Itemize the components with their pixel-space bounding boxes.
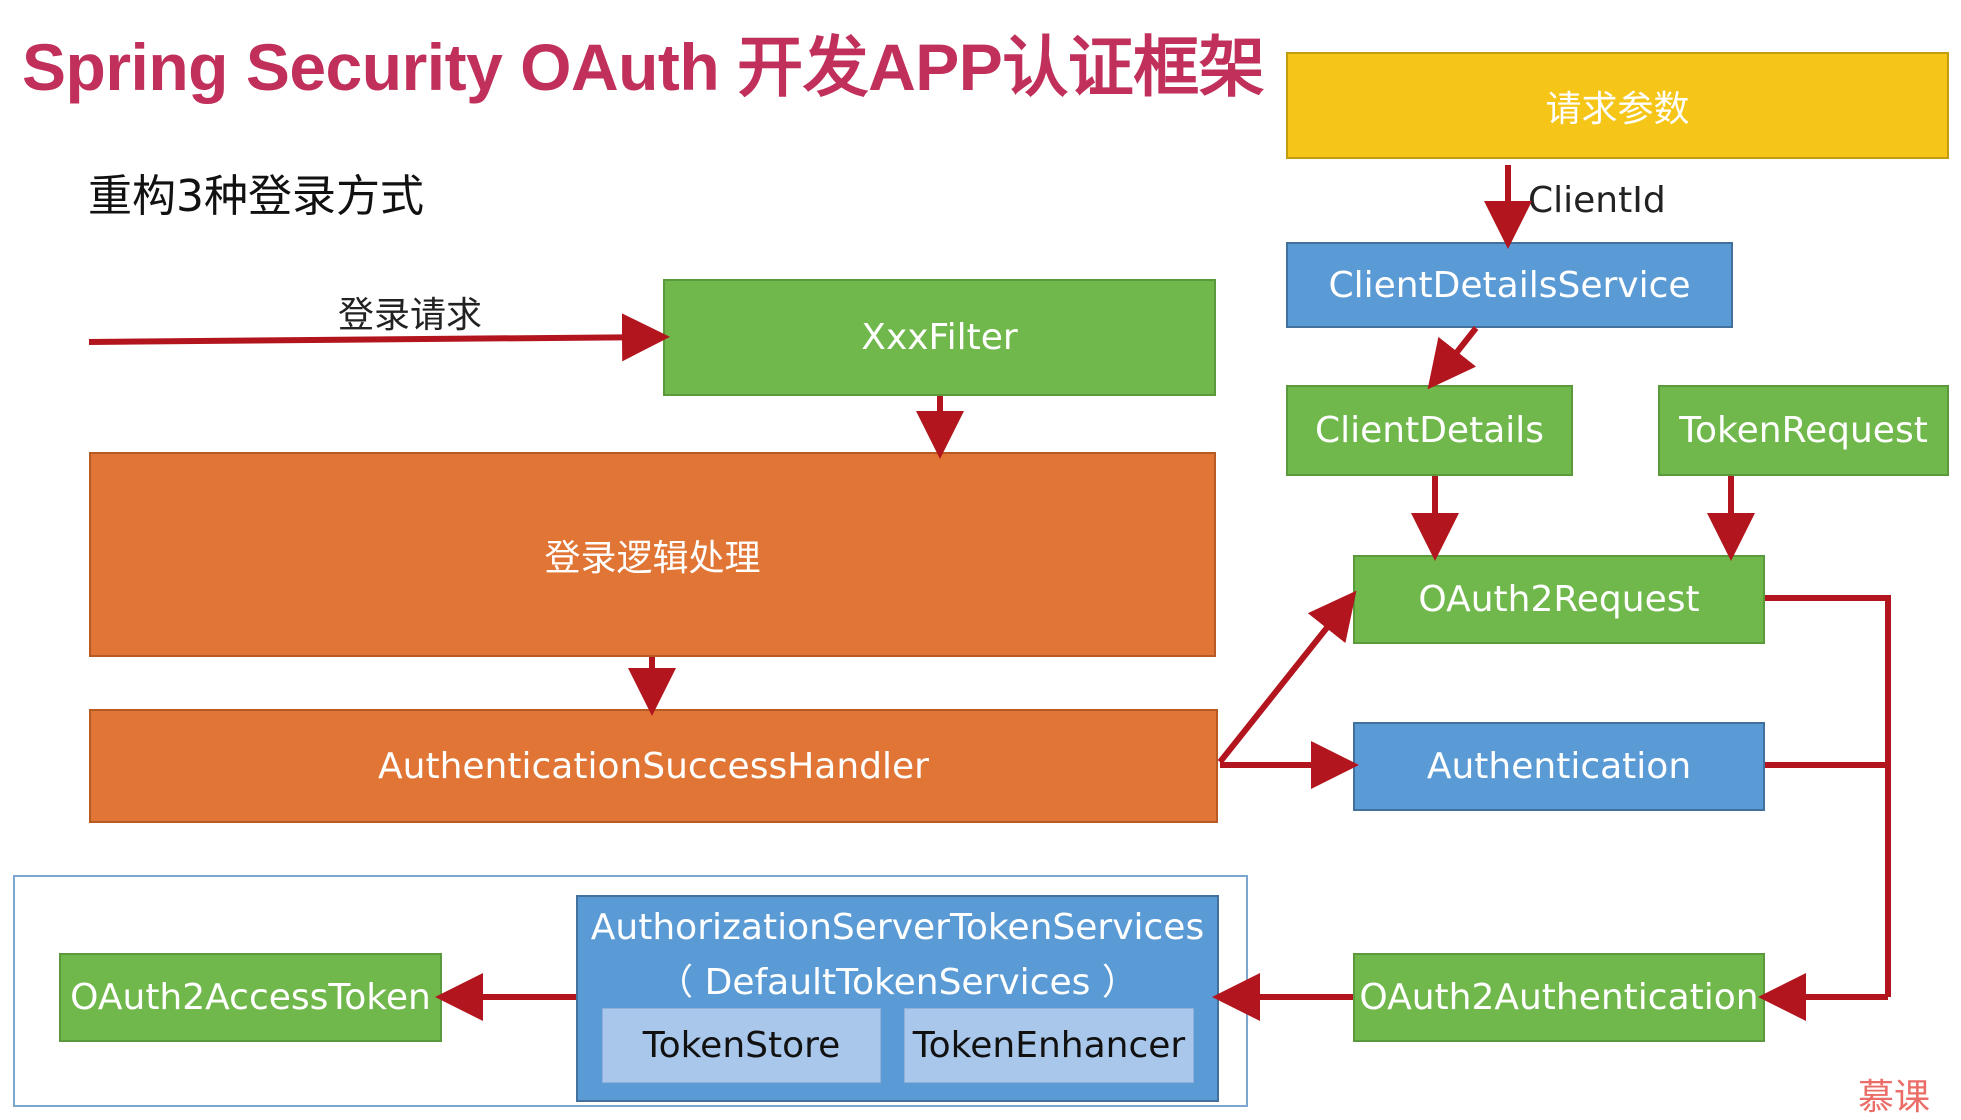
client-details-service-box: ClientDetailsService <box>1286 242 1733 328</box>
client-details-box: ClientDetails <box>1286 385 1573 476</box>
oauth2-request-box: OAuth2Request <box>1353 555 1765 644</box>
page-title: Spring Security OAuth 开发APP认证框架 <box>22 30 1265 104</box>
client-id-label: ClientId <box>1528 180 1666 221</box>
oauth2-authentication-box: OAuth2Authentication <box>1353 953 1765 1042</box>
login-request-label: 登录请求 <box>338 295 483 336</box>
oauth2-access-token-box: OAuth2AccessToken <box>59 953 442 1042</box>
token-enhancer-box: TokenEnhancer <box>904 1008 1194 1083</box>
login-logic-box: 登录逻辑处理 <box>89 452 1216 657</box>
token-services-title: AuthorizationServerTokenServices <box>590 907 1205 948</box>
token-store-box: TokenStore <box>602 1008 881 1083</box>
arrow-service-to-details <box>1427 326 1479 390</box>
line-oauth2request-merge <box>1765 595 1891 997</box>
token-services-impl: （ DefaultTokenServices ） <box>657 962 1138 1003</box>
authentication-box: Authentication <box>1353 722 1765 811</box>
watermark-logo: 慕课 <box>1858 1077 1931 1118</box>
arrow-handler-to-oauth2request <box>1217 590 1357 764</box>
request-params-box: 请求参数 <box>1286 52 1949 159</box>
xxx-filter-box: XxxFilter <box>663 279 1216 396</box>
arrow-login-request <box>88 313 670 362</box>
success-handler-box: AuthenticationSuccessHandler <box>89 709 1218 823</box>
token-request-box: TokenRequest <box>1658 385 1949 476</box>
page-subtitle: 重构3种登录方式 <box>88 171 424 222</box>
